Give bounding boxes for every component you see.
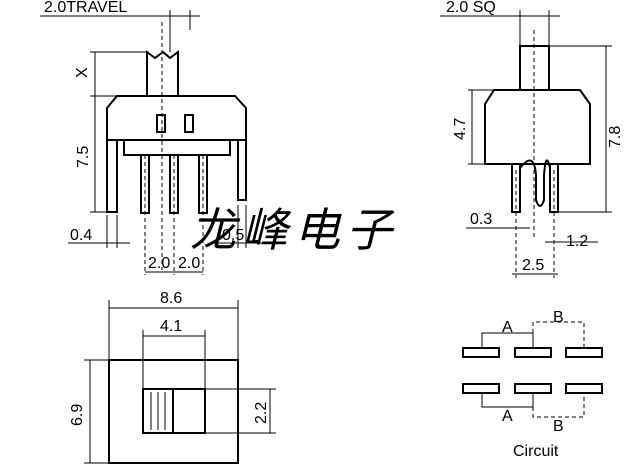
slot-height-label: 2.2 — [253, 402, 270, 424]
total-height-label: 7.8 — [607, 126, 624, 148]
pin-width-label: 1.2 — [566, 233, 588, 250]
sq-label: 2.0 SQ — [446, 0, 496, 16]
front-view: 2.0TRAVEL X 7.5 0.4 0.5 2.0 2.0 — [40, 0, 262, 275]
pad-top-1 — [462, 347, 500, 358]
circuit-diagram: A B A B Circuit — [462, 309, 603, 460]
pad-bottom-3 — [565, 383, 603, 394]
circuit-b-bottom-label: B — [553, 418, 564, 435]
pad-top-2 — [514, 347, 552, 358]
pin-pitch-label: 2.5 — [522, 257, 544, 274]
travel-label: 2.0TRAVEL — [44, 0, 127, 16]
conn-bottom-b — [532, 393, 585, 418]
conn-bottom-a — [481, 393, 534, 408]
conn-top-a — [481, 332, 534, 348]
pad-top-3 — [565, 347, 603, 358]
x-label: X — [74, 67, 91, 78]
right-side-leg — [237, 108, 247, 201]
circuit-title: Circuit — [513, 443, 559, 460]
pad-bottom-1 — [462, 383, 500, 394]
body-height-label: 4.7 — [452, 118, 469, 140]
side-view: 2.0 SQ 4.7 7.8 0.3 1.2 2.5 — [440, 0, 624, 278]
depth-label: 6.9 — [69, 404, 86, 426]
slider-knob — [142, 388, 174, 434]
lead-right-label: 0.5 — [222, 227, 244, 244]
top-body — [108, 359, 239, 464]
window-left — [156, 114, 166, 133]
lead-left-label: 0.4 — [70, 227, 92, 244]
window-right — [184, 114, 194, 133]
front-body — [106, 95, 247, 141]
height-left-label: 7.5 — [75, 146, 92, 168]
circuit-b-top-label: B — [553, 309, 564, 326]
left-side-leg — [106, 108, 118, 213]
circuit-a-bottom-label: A — [502, 408, 513, 425]
pitch-b-label: 2.0 — [178, 255, 200, 272]
base-plate — [123, 139, 231, 156]
circuit-a-top-label: A — [502, 319, 513, 336]
conn-top-b — [532, 321, 585, 348]
watermark-text: 龙峰电子 — [190, 204, 398, 256]
pin-thickness-label: 0.3 — [470, 211, 492, 228]
side-body — [484, 89, 591, 165]
slot-width-label: 4.1 — [160, 318, 182, 335]
side-pin-spring — [519, 159, 551, 207]
pad-bottom-2 — [514, 383, 552, 394]
width-label: 8.6 — [160, 290, 182, 307]
top-view: 8.6 4.1 6.9 2.2 — [69, 290, 276, 464]
pitch-a-label: 2.0 — [148, 255, 170, 272]
